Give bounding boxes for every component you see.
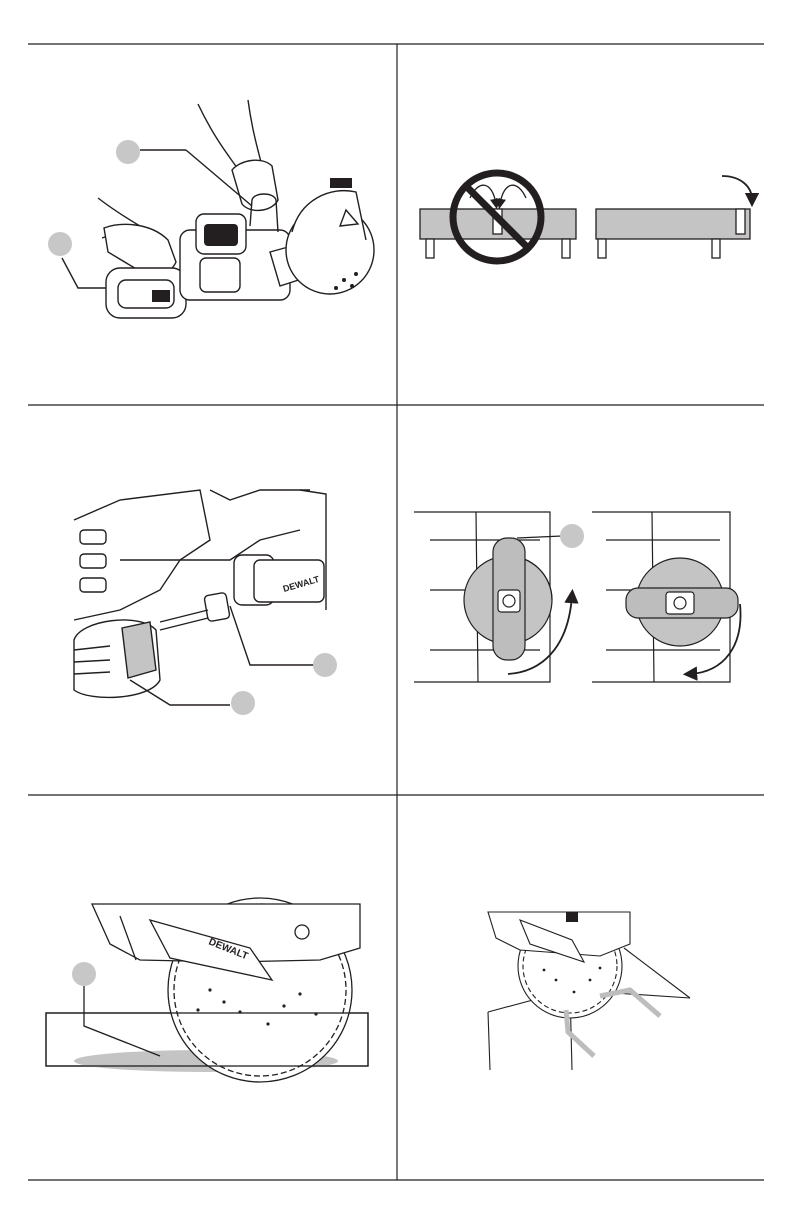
figure-support-do-dont [420, 173, 752, 261]
figure-saw-two-hand-grip: DEWALT [62, 100, 374, 318]
figure-water-hose-connection: DEWALT [74, 490, 326, 705]
figure-depth-of-cut: DEWALT [46, 898, 368, 1082]
callout-marker [48, 232, 72, 256]
callout-marker [72, 962, 96, 986]
callout-marker [313, 653, 337, 677]
figure-cutting-corner [488, 912, 690, 1070]
callout-marker [116, 140, 140, 164]
callout-marker [560, 524, 584, 548]
callout-marker [231, 691, 255, 715]
